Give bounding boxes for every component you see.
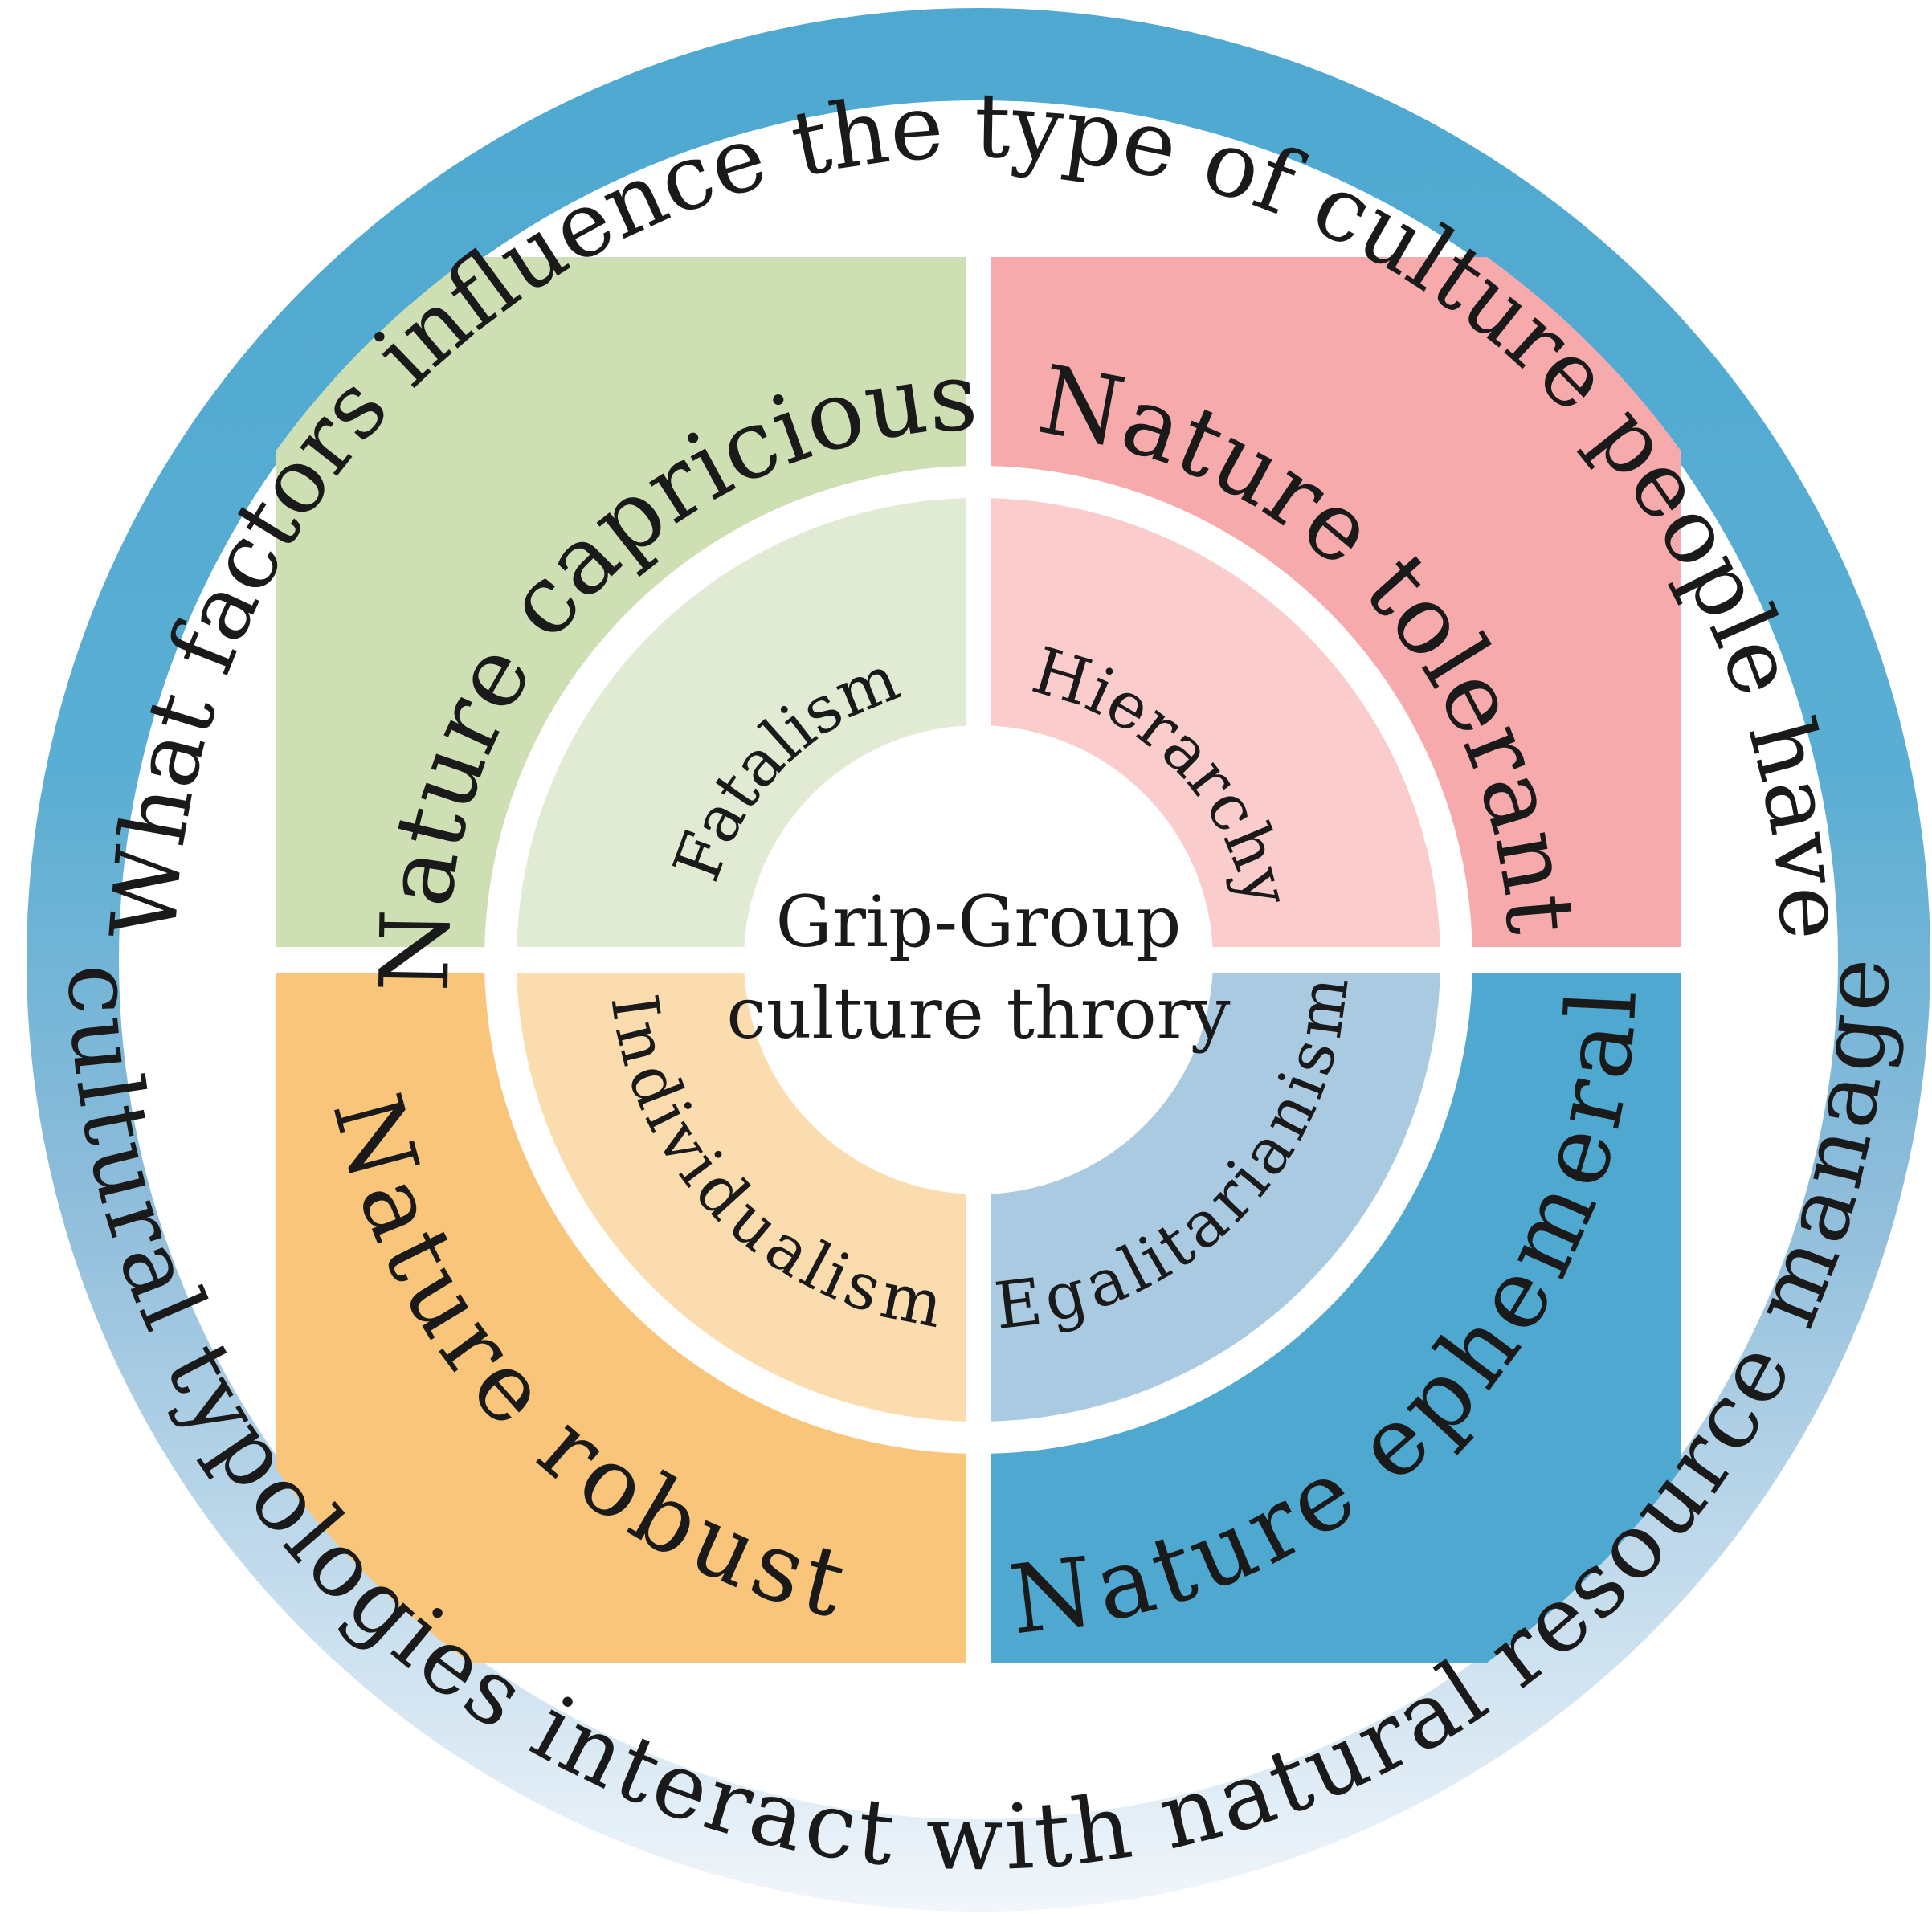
- quadrant-hierarchy: [991, 498, 1440, 947]
- quadrant-nature-capricious: [276, 257, 966, 947]
- quadrant-egalitarianism: [991, 973, 1440, 1422]
- center-title-line2: culture throry: [726, 972, 1230, 1055]
- quadrant-nature-robust: [276, 973, 966, 1663]
- myth-quadrants: [276, 257, 1681, 1663]
- type-quadrants: [517, 498, 1440, 1422]
- quadrant-nature-ephemeral: [991, 973, 1681, 1663]
- quadrant-nature-tolerant: [991, 257, 1681, 947]
- center-title-line1: Grip-Group: [776, 880, 1182, 963]
- quadrant-fatalism: [517, 498, 966, 947]
- quadrant-individualism: [517, 973, 966, 1422]
- center-circle: [745, 727, 1211, 1193]
